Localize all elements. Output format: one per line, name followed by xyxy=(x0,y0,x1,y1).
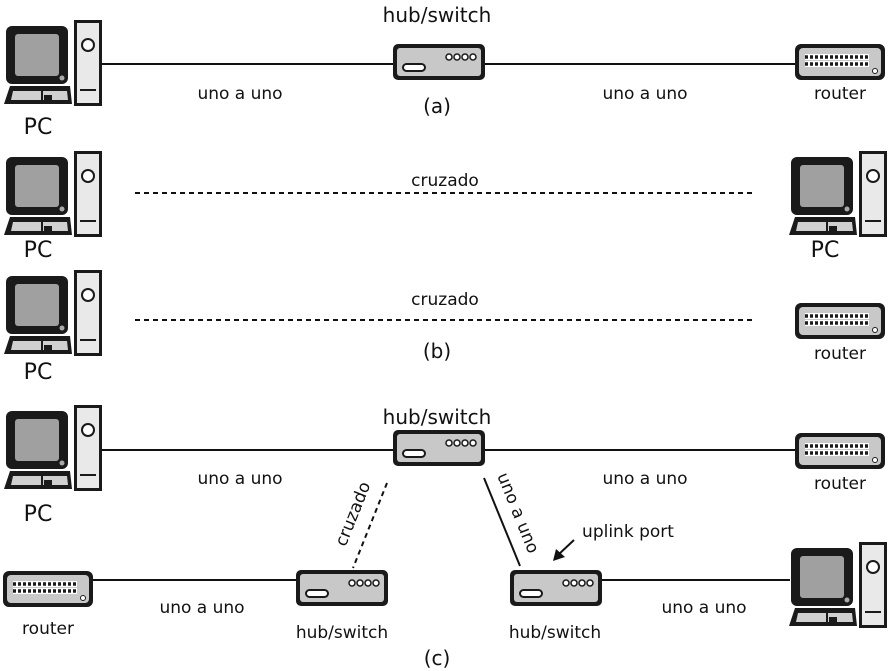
hub-switch-label: hub/switch xyxy=(383,3,492,27)
pc-label: PC xyxy=(24,502,53,527)
router-icon xyxy=(1,569,95,609)
pc-icon xyxy=(3,404,103,492)
router-icon xyxy=(793,301,887,341)
pc-icon xyxy=(788,150,888,238)
pc-label: PC xyxy=(24,115,53,140)
straight-label: uno a uno xyxy=(602,84,687,104)
cable-crossover xyxy=(352,482,388,569)
pc-icon xyxy=(3,19,103,107)
pc-icon xyxy=(3,269,103,357)
hub-switch-label: hub/switch xyxy=(296,623,388,643)
cable-straight xyxy=(483,477,521,567)
straight-label: uno a uno xyxy=(197,469,282,489)
section-label-a: (a) xyxy=(423,94,451,118)
section-label-b: (b) xyxy=(423,339,451,363)
straight-label: uno a uno xyxy=(492,470,542,556)
pc-label: PC xyxy=(24,238,53,263)
arrow-icon xyxy=(553,539,575,561)
straight-label: uno a uno xyxy=(602,469,687,489)
pc-label: PC xyxy=(24,360,53,385)
uplink-port-label: uplink port xyxy=(582,522,674,542)
hub-switch-icon xyxy=(295,569,389,607)
straight-label: uno a uno xyxy=(661,598,746,618)
hub-switch-icon xyxy=(509,569,603,607)
crossover-label: cruzado xyxy=(331,479,375,549)
straight-label: uno a uno xyxy=(197,84,282,104)
hub-switch-icon xyxy=(392,429,486,467)
pc-icon xyxy=(3,150,103,238)
section-b: cruzado PC PC cruzado (b) router PC xyxy=(3,150,888,385)
crossover-label: cruzado xyxy=(411,290,479,310)
pc-icon xyxy=(788,541,888,629)
router-label: router xyxy=(814,84,866,104)
straight-label: uno a uno xyxy=(159,598,244,618)
hub-switch-icon xyxy=(392,43,486,81)
router-label: router xyxy=(814,344,866,364)
section-a: hub/switch uno a uno uno a uno router (a… xyxy=(3,3,887,140)
hub-switch-label: hub/switch xyxy=(509,623,601,643)
hub-switch-label: hub/switch xyxy=(383,405,492,429)
crossover-label: cruzado xyxy=(411,171,479,191)
section-c: hub/switch uno a uno uno a uno router PC… xyxy=(1,404,888,670)
router-icon xyxy=(793,42,887,82)
router-label: router xyxy=(22,619,74,639)
pc-label: PC xyxy=(811,238,840,263)
router-icon xyxy=(793,431,887,471)
section-label-c: (c) xyxy=(424,646,451,670)
router-label: router xyxy=(814,474,866,494)
